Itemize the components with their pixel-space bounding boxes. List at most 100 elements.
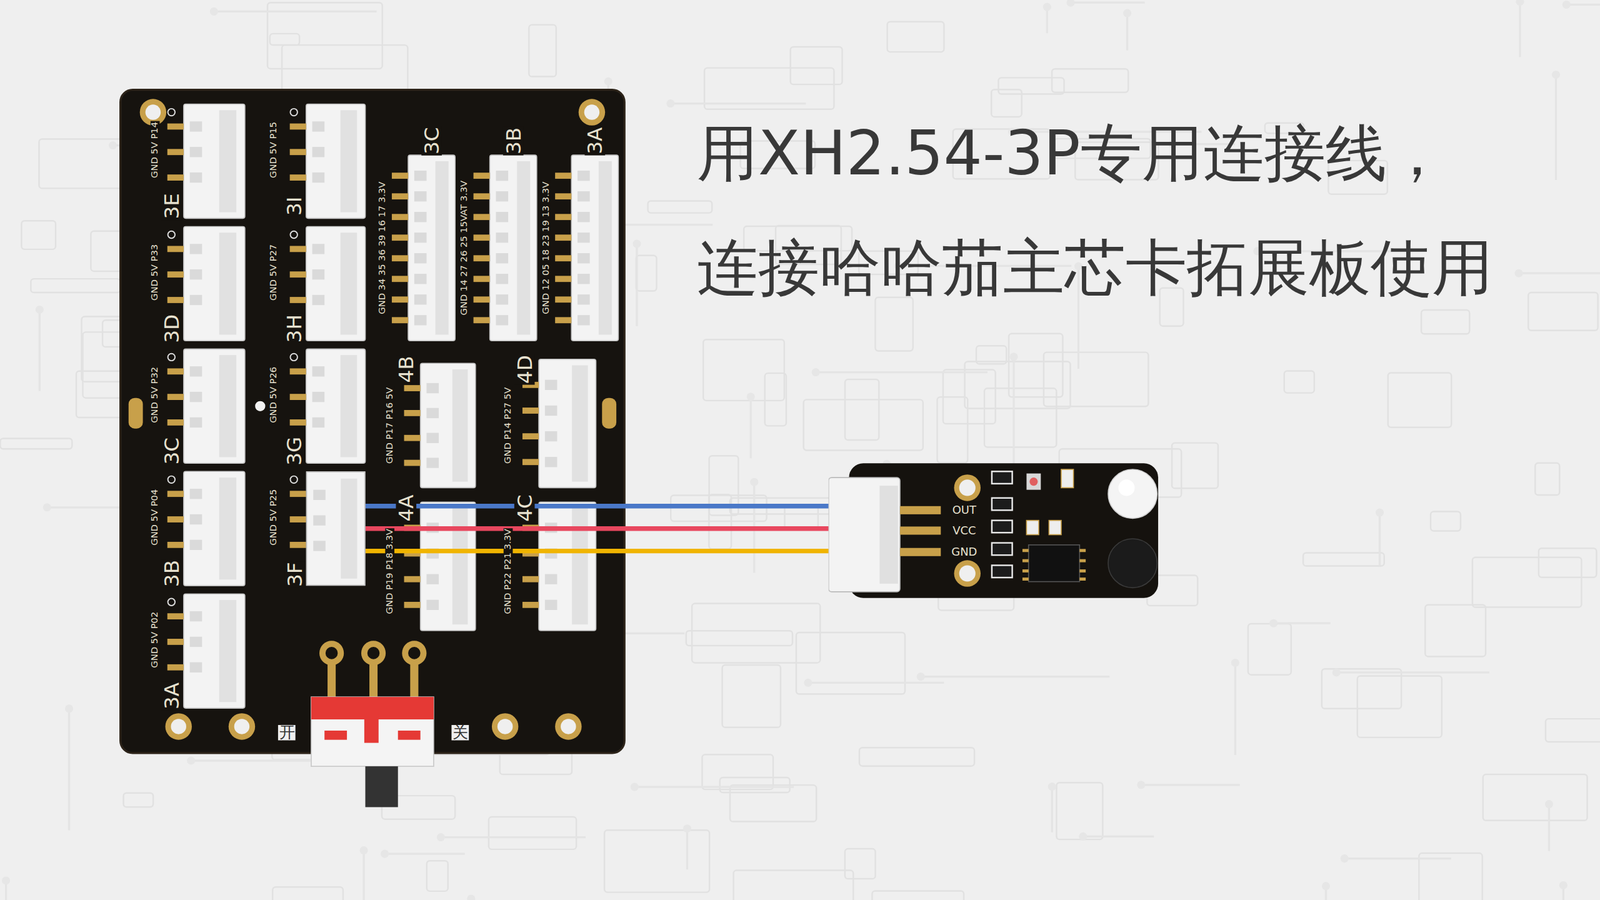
board-pcb bbox=[120, 90, 625, 754]
connector-pin bbox=[290, 541, 307, 549]
housing-slot bbox=[312, 146, 325, 157]
pattern-chip bbox=[1043, 352, 1149, 407]
connector-housing bbox=[408, 155, 455, 341]
pattern-trace bbox=[621, 223, 714, 226]
mount-hole bbox=[555, 713, 582, 740]
pattern-trace bbox=[1336, 671, 1490, 674]
connector-pin bbox=[290, 393, 307, 400]
housing-ridge bbox=[219, 232, 237, 335]
connector-pin bbox=[473, 255, 490, 262]
port-marker bbox=[168, 598, 175, 606]
pattern-pad bbox=[360, 846, 369, 855]
ir-led bbox=[1108, 469, 1157, 519]
pattern-chip bbox=[984, 388, 1057, 447]
ic-chip bbox=[1028, 545, 1080, 582]
pattern-pad bbox=[1321, 881, 1330, 890]
housing-slot bbox=[495, 170, 509, 181]
pattern-chip bbox=[730, 785, 817, 822]
port-label: 4C bbox=[514, 493, 535, 524]
pattern-trace bbox=[1012, 356, 1015, 464]
connector-pin bbox=[473, 234, 490, 241]
housing-slot bbox=[312, 417, 325, 428]
board-dot bbox=[255, 401, 265, 412]
pattern-pad bbox=[1559, 881, 1568, 890]
port-marker bbox=[168, 231, 175, 239]
port-label: 3E bbox=[161, 191, 182, 220]
mount-hole bbox=[954, 560, 981, 587]
port-label: 3F bbox=[285, 561, 306, 589]
connector-pin bbox=[290, 516, 307, 523]
smd-part bbox=[991, 565, 1013, 578]
connector-pin bbox=[473, 296, 490, 303]
pattern-pad bbox=[630, 783, 639, 792]
switch-slot bbox=[324, 730, 347, 740]
pattern-chip bbox=[1248, 623, 1292, 675]
port-marker bbox=[168, 476, 175, 484]
port-marker bbox=[168, 108, 175, 116]
pattern-trace bbox=[686, 828, 689, 870]
pin-label: VCC bbox=[951, 525, 978, 537]
connector-pin bbox=[555, 316, 572, 324]
connector-pin bbox=[290, 490, 307, 497]
connector-pin bbox=[391, 275, 409, 282]
pattern-pad bbox=[1066, 0, 1075, 7]
housing-slot bbox=[414, 211, 427, 222]
housing-slot bbox=[426, 457, 439, 468]
connector-pin bbox=[391, 234, 409, 241]
housing-slot bbox=[190, 243, 203, 254]
connector-pin bbox=[167, 368, 184, 375]
pattern-chip bbox=[722, 665, 781, 728]
housing-slot bbox=[190, 172, 203, 183]
housing-slot bbox=[190, 514, 203, 525]
port-label: 3H bbox=[283, 313, 305, 344]
connector-pin bbox=[522, 601, 539, 609]
pattern-trace bbox=[1234, 662, 1237, 755]
pin-label: GND P22 P21 3.3V bbox=[503, 528, 514, 616]
port-label: 3C bbox=[161, 436, 182, 466]
pattern-pad bbox=[916, 672, 925, 681]
mount-hole-center bbox=[959, 565, 976, 582]
housing-slot bbox=[190, 366, 203, 377]
mount-hole bbox=[578, 98, 605, 125]
housing-slot bbox=[577, 232, 590, 243]
housing-slot bbox=[426, 383, 439, 394]
pattern-trace bbox=[634, 785, 794, 788]
port-label: 4A bbox=[395, 493, 417, 523]
connector-pin bbox=[167, 393, 184, 400]
housing-ridge bbox=[571, 508, 589, 625]
pattern-trace bbox=[1083, 835, 1155, 838]
pattern-chip bbox=[859, 747, 975, 766]
housing-slot bbox=[545, 431, 558, 442]
connector-pin bbox=[167, 123, 184, 130]
housing-slot bbox=[190, 488, 203, 499]
housing-slot bbox=[190, 295, 203, 305]
housing-slot bbox=[414, 294, 427, 305]
board-tab bbox=[128, 398, 144, 429]
connector-pin bbox=[167, 664, 184, 671]
connector-pin bbox=[167, 245, 184, 252]
connector-pin bbox=[404, 410, 421, 417]
mount-hole-center bbox=[145, 104, 161, 120]
port-label: 3B bbox=[161, 558, 182, 588]
connector-housing bbox=[306, 348, 366, 464]
pattern-chip bbox=[488, 816, 577, 850]
port-marker bbox=[168, 353, 175, 361]
housing-slot bbox=[190, 391, 203, 402]
pattern-chip bbox=[686, 630, 793, 646]
connector-pin bbox=[555, 193, 572, 200]
sensor-drawing bbox=[828, 461, 1166, 600]
switch-leg bbox=[369, 661, 378, 702]
connector-housing bbox=[306, 226, 366, 341]
pin-label: OUT bbox=[951, 504, 978, 516]
connector-housing bbox=[183, 593, 245, 709]
pattern-pad bbox=[1043, 3, 1052, 12]
pattern-pad bbox=[436, 833, 445, 842]
pattern-chip bbox=[1528, 292, 1598, 331]
pattern-chip bbox=[871, 891, 964, 900]
connector-pin bbox=[290, 245, 307, 252]
port-label: 4D bbox=[514, 353, 535, 385]
housing-slot bbox=[414, 253, 427, 264]
pattern-pad bbox=[1136, 780, 1145, 789]
housing-slot bbox=[495, 315, 509, 325]
